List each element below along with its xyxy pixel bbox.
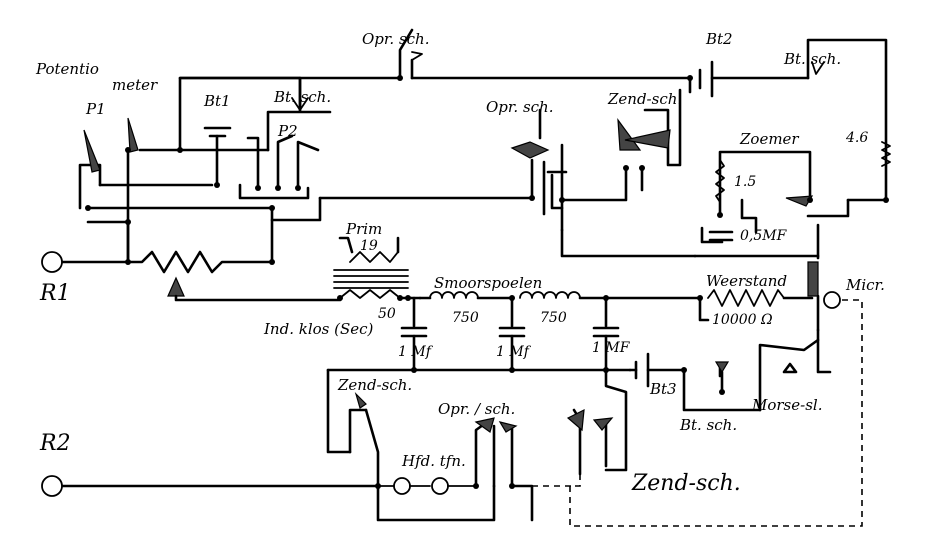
dashed-wire-2 [569,299,863,527]
zoemer-value: 4.6 [845,130,868,146]
micr-label: Micr. [845,276,885,294]
weerstand-micr [697,261,841,332]
opr-sch-mid-label: Opr. sch. [486,98,554,116]
coil-750-b: 750 [540,310,567,326]
r1-label: R1 [39,281,71,306]
terminal-r1 [41,251,63,273]
zend-sch-top-label: Zend-sch. [607,90,682,108]
coil-750-a: 750 [452,310,479,326]
p2-label: P2 [277,122,298,140]
sec-value: 50 [378,306,396,322]
prim-label: Prim [345,220,382,238]
opr-zend-switches [270,76,697,258]
bottom-section [58,368,628,522]
zend-sch-bottom-label: Zend-sch. [631,471,741,496]
chokes [418,291,702,301]
r2-label: R2 [39,431,71,456]
hfd-tfn-label: Hfd. tfn. [401,452,466,470]
potentiometer-label: Potentio [35,60,99,78]
bt3-morse [628,328,832,412]
bt1-label: Bt1 [203,92,231,110]
weerstand-value: 10000 Ω [712,312,773,328]
cap-1-label: 1 Mf [398,344,434,360]
zoemer-section [693,141,891,260]
p1-label: P1 [85,100,106,118]
opr-sch-top-label: Opr. sch. [362,30,430,48]
ind-klos-label: Ind. klos (Sec) [263,320,374,338]
induction-coil [333,236,422,301]
capacitors [326,296,632,373]
prim-value: 19 [360,238,378,254]
bt-sch-top-label: Bt. sch. [273,88,331,106]
cap-2-label: 1 Mf [496,344,532,360]
zend-sch-left-label: Zend-sch. [337,376,412,394]
potentiometer-section [58,76,342,302]
morse-sl-label: Morse-sl. [751,396,822,414]
bt-sch-right-label: Bt. sch. [783,50,841,68]
weerstand-label: Weerstand [706,272,787,290]
value-05mf: 0,5MF [740,228,788,244]
bt2-label: Bt2 [705,30,733,48]
bt-sch-bottom-label: Bt. sch. [679,416,737,434]
smoorspoelen-label: Smoorspoelen [434,274,542,292]
cap-3-label: 1 MF [592,340,631,356]
zoemer-label: Zoemer [739,130,799,148]
potentiometer-label-2: meter [112,76,158,94]
value-1-5: 1.5 [734,174,756,190]
bt3-label: Bt3 [649,380,677,398]
top-bus [178,28,888,162]
terminal-r2 [41,475,63,497]
opr-sch-bottom-label: Opr. / sch. [438,400,515,418]
